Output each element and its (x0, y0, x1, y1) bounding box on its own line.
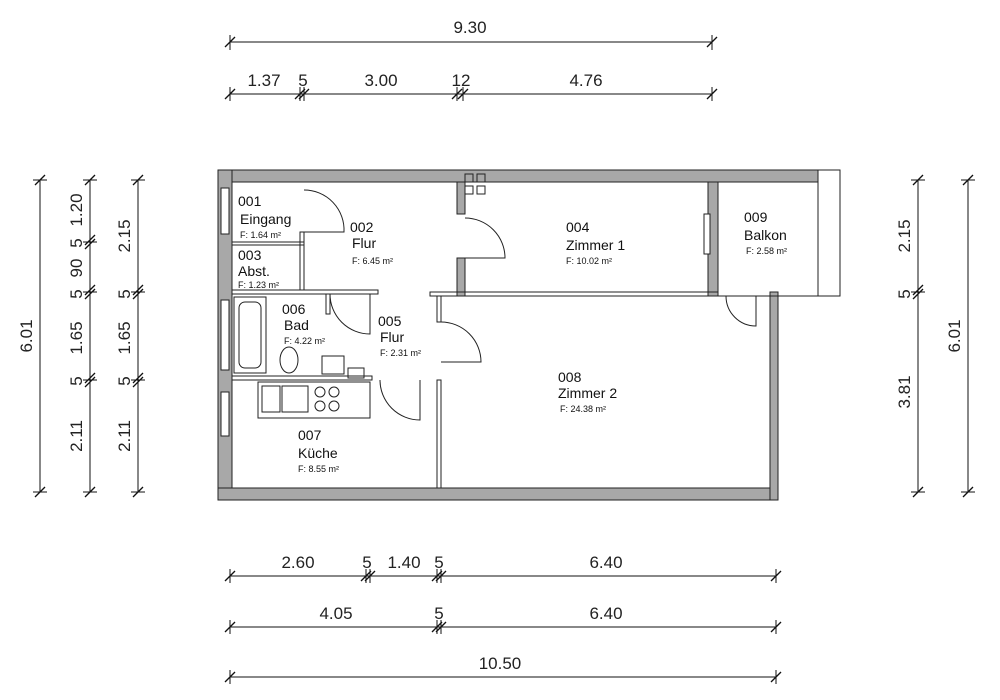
dim-label: 5 (67, 238, 86, 247)
dim-label: 5 (115, 376, 134, 385)
room-number: 001 (238, 193, 262, 209)
dim-label: 3.81 (895, 375, 914, 408)
shaft-icon (464, 173, 486, 195)
room-area: F: 1.64 m² (240, 230, 281, 240)
dim-label: 5 (67, 289, 86, 298)
dim-label: 6.40 (589, 604, 622, 623)
dim-label: 5 (298, 71, 307, 90)
room-name: Eingang (240, 211, 291, 227)
room-name: Flur (352, 235, 376, 251)
left-dimension-col3: 2.15 5 1.65 5 2.11 (115, 174, 145, 498)
door-swings (303, 189, 757, 421)
dim-label: 9.30 (453, 18, 486, 37)
dim-label: 2.11 (67, 420, 86, 452)
room-number: 002 (350, 219, 374, 235)
room-number: 008 (558, 369, 582, 385)
room-name: Zimmer 1 (566, 237, 625, 253)
dim-label: 4.05 (319, 604, 352, 623)
room-area: F: 6.45 m² (352, 256, 393, 266)
room-name: Flur (380, 329, 404, 345)
dim-label: 1.37 (247, 71, 280, 90)
left-dimension-col2: 1.20 5 90 5 1.65 5 2.11 (67, 174, 97, 498)
bottom-dimension-row2: 4.05 5 6.40 (224, 604, 782, 634)
dim-label: 5 (362, 553, 371, 572)
room-007: 007 Küche F: 8.55 m² (298, 427, 339, 474)
dim-label: 4.76 (569, 71, 602, 90)
room-name: Zimmer 2 (558, 385, 617, 401)
room-area: F: 1.23 m² (238, 280, 279, 290)
dim-label: 1.20 (67, 193, 86, 226)
bottom-dimension-total: 10.50 (224, 654, 782, 684)
room-number: 003 (238, 247, 262, 263)
room-area: F: 10.02 m² (566, 256, 612, 266)
room-006: 006 Bad F: 4.22 m² (282, 301, 325, 346)
room-number: 009 (744, 209, 768, 225)
dim-label: 2.11 (115, 420, 134, 452)
sink-icon (261, 385, 309, 413)
room-number: 004 (566, 219, 590, 235)
room-number: 006 (282, 301, 306, 317)
dim-label: 5 (67, 376, 86, 385)
room-name: Balkon (744, 227, 787, 243)
left-dimension-total: 6.01 (17, 174, 47, 498)
dim-label: 2.60 (281, 553, 314, 572)
right-dimension-col1: 2.15 5 3.81 (895, 174, 925, 498)
dim-label: 1.40 (387, 553, 420, 572)
top-dimension-total: 9.30 (224, 18, 718, 50)
dim-label: 90 (67, 259, 86, 278)
room-001: 001 Eingang F: 1.64 m² (238, 193, 291, 240)
stove-icon (314, 367, 365, 412)
dim-label: 5 (115, 289, 134, 298)
dim-label: 2.15 (895, 219, 914, 252)
room-number: 005 (378, 313, 402, 329)
dim-label: 6.40 (589, 553, 622, 572)
bathtub-icon (233, 296, 267, 374)
room-area: F: 8.55 m² (298, 464, 339, 474)
top-dimension-segments: 1.37 5 3.00 12 4.76 (224, 71, 718, 101)
room-004: 004 Zimmer 1 F: 10.02 m² (566, 219, 625, 266)
dim-label: 6.01 (17, 319, 36, 352)
room-name: Küche (298, 445, 338, 461)
dim-label: 3.00 (364, 71, 397, 90)
room-number: 007 (298, 427, 322, 443)
room-area: F: 2.58 m² (746, 246, 787, 256)
toilet-icon (279, 346, 345, 375)
dim-label: 5 (895, 289, 914, 298)
room-area: F: 4.22 m² (284, 336, 325, 346)
room-008: 008 Zimmer 2 F: 24.38 m² (558, 369, 617, 414)
room-name: Bad (284, 317, 309, 333)
dim-label: 10.50 (479, 654, 522, 673)
dim-label: 2.15 (115, 219, 134, 252)
dim-label: 6.01 (945, 319, 964, 352)
room-005: 005 Flur F: 2.31 m² (378, 313, 421, 358)
walls (217, 169, 841, 501)
room-area: F: 24.38 m² (560, 404, 606, 414)
room-area: F: 2.31 m² (380, 348, 421, 358)
room-003: 003 Abst. F: 1.23 m² (238, 247, 279, 290)
right-dimension-total: 6.01 (945, 174, 975, 498)
dim-label: 5 (434, 553, 443, 572)
dim-label: 1.65 (115, 321, 134, 354)
dim-label: 1.65 (67, 321, 86, 354)
dim-label: 5 (434, 604, 443, 623)
dim-label: 12 (452, 71, 471, 90)
room-009: 009 Balkon F: 2.58 m² (744, 209, 787, 256)
room-name: Abst. (238, 263, 270, 279)
room-002: 002 Flur F: 6.45 m² (350, 219, 393, 266)
bottom-dimension-row1: 2.60 5 1.40 5 6.40 (224, 553, 782, 583)
